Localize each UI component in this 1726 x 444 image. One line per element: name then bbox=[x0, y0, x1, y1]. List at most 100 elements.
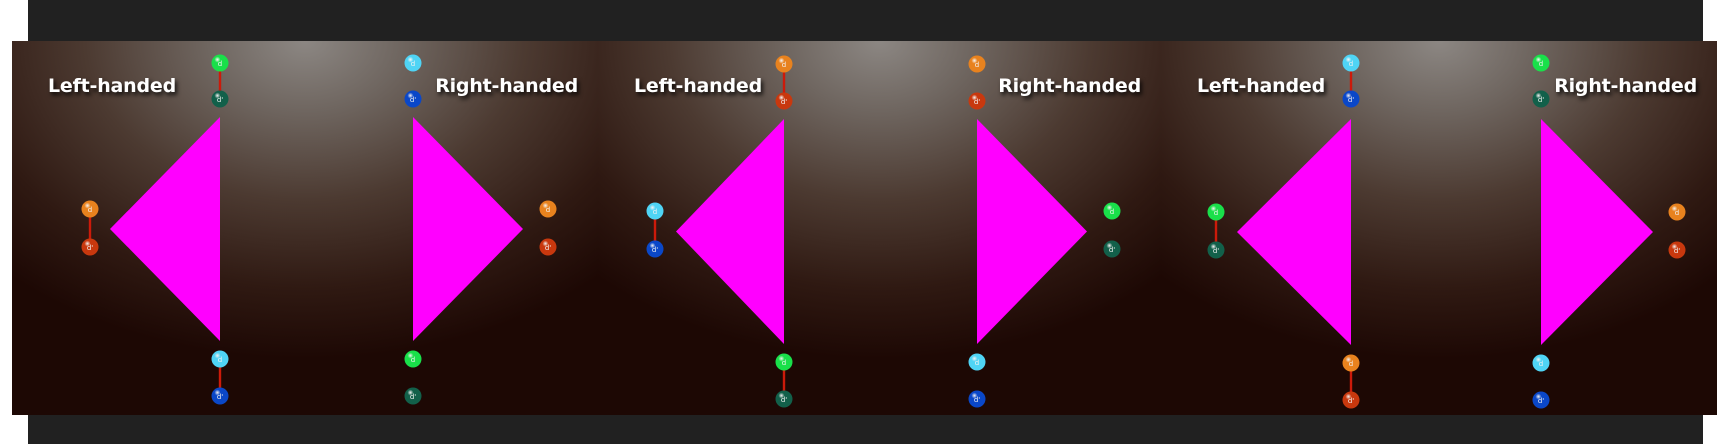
right-handed-triangle bbox=[1541, 119, 1653, 345]
chirality-figure-strip: d d' d d' d d' d d' d d' d d' Left-handed Right-han… bbox=[12, 41, 1717, 415]
ball bbox=[404, 387, 422, 405]
ball bbox=[539, 200, 557, 218]
ball bbox=[81, 200, 99, 218]
left-handed-triangle bbox=[676, 119, 784, 344]
ball bbox=[211, 54, 229, 72]
left-side-pair-lower-ball: d' bbox=[1207, 241, 1225, 259]
ball bbox=[646, 240, 664, 258]
left-handed-label: Left-handed bbox=[1197, 75, 1325, 97]
left-bottom-pair-upper-ball: d bbox=[775, 353, 793, 371]
ball bbox=[1532, 90, 1550, 108]
ball bbox=[211, 387, 229, 405]
right-top-pair-upper-ball: d bbox=[1532, 54, 1550, 72]
ball bbox=[775, 55, 793, 73]
right-top-pair-lower-ball: d' bbox=[404, 90, 422, 108]
ball-mark: d' bbox=[652, 246, 658, 254]
ball-mark: d' bbox=[781, 98, 787, 106]
ball bbox=[81, 238, 99, 256]
ball-mark: d bbox=[653, 208, 657, 216]
right-top-pair-lower-ball: d' bbox=[1532, 90, 1550, 108]
ball bbox=[1342, 90, 1360, 108]
right-handed-triangle bbox=[977, 119, 1087, 344]
right-handed-label: Right-handed bbox=[1554, 75, 1697, 97]
ball-mark: d bbox=[975, 61, 979, 69]
ball bbox=[211, 350, 229, 368]
ball bbox=[404, 350, 422, 368]
ball-mark: d' bbox=[781, 396, 787, 404]
left-top-pair-upper-ball: d bbox=[1342, 54, 1360, 72]
right-bottom-pair-upper-ball: d bbox=[968, 353, 986, 371]
left-side-pair-lower-ball: d' bbox=[81, 238, 99, 256]
left-side-pair-upper-ball: d bbox=[646, 202, 664, 220]
ball-mark: d bbox=[1539, 360, 1543, 368]
ball-mark: d' bbox=[1348, 397, 1354, 405]
right-side-pair-lower-ball: d' bbox=[1668, 241, 1686, 259]
ball-mark: d bbox=[218, 356, 222, 364]
left-top-pair-lower-ball: d' bbox=[775, 92, 793, 110]
right-side-pair-lower-ball: d' bbox=[1103, 240, 1121, 258]
right-side-pair-upper-ball: d bbox=[1103, 202, 1121, 220]
right-handed-label: Right-handed bbox=[435, 75, 578, 97]
left-top-pair-upper-ball: d bbox=[211, 54, 229, 72]
ball bbox=[968, 55, 986, 73]
ball bbox=[968, 353, 986, 371]
right-top-pair-upper-ball: d bbox=[968, 55, 986, 73]
ball bbox=[775, 353, 793, 371]
ball bbox=[404, 90, 422, 108]
ball bbox=[1342, 354, 1360, 372]
ball bbox=[1342, 54, 1360, 72]
ball bbox=[775, 92, 793, 110]
ball bbox=[1532, 391, 1550, 409]
ball-mark: d bbox=[975, 359, 979, 367]
ball bbox=[1207, 203, 1225, 221]
ball bbox=[1532, 54, 1550, 72]
left-handed-triangle bbox=[1237, 119, 1351, 345]
ball-mark: d bbox=[411, 60, 415, 68]
right-top-pair-lower-ball: d' bbox=[968, 92, 986, 110]
left-top-pair-upper-ball: d bbox=[775, 55, 793, 73]
ball-mark: d bbox=[782, 359, 786, 367]
left-side-pair-lower-ball: d' bbox=[646, 240, 664, 258]
ball-mark: d' bbox=[1348, 96, 1354, 104]
right-side-pair-upper-ball: d bbox=[539, 200, 557, 218]
ball bbox=[404, 54, 422, 72]
left-side-pair-upper-ball: d bbox=[81, 200, 99, 218]
ball-mark: d bbox=[1214, 209, 1218, 217]
ball-mark: d' bbox=[1213, 247, 1219, 255]
right-side-pair-lower-ball: d' bbox=[539, 238, 557, 256]
ball-mark: d bbox=[218, 60, 222, 68]
ball-mark: d bbox=[782, 61, 786, 69]
left-handed-label: Left-handed bbox=[634, 75, 762, 97]
ball bbox=[1532, 354, 1550, 372]
ball bbox=[539, 238, 557, 256]
ball-mark: d' bbox=[974, 396, 980, 404]
left-top-pair-lower-ball: d' bbox=[211, 90, 229, 108]
ball-mark: d' bbox=[217, 96, 223, 104]
ball-mark: d bbox=[1349, 60, 1353, 68]
left-top-pair-lower-ball: d' bbox=[1342, 90, 1360, 108]
left-bottom-pair-lower-ball: d' bbox=[1342, 391, 1360, 409]
left-handed-triangle bbox=[110, 117, 220, 341]
ball-mark: d bbox=[1349, 360, 1353, 368]
right-handed-label: Right-handed bbox=[998, 75, 1141, 97]
ball-mark: d bbox=[411, 356, 415, 364]
right-bottom-pair-upper-ball: d bbox=[404, 350, 422, 368]
left-bottom-pair-lower-ball: d' bbox=[775, 390, 793, 408]
ball-mark: d' bbox=[87, 244, 93, 252]
chirality-panel-2: d d' d d' d d' d d' d d' d d' Left-handed Right-han… bbox=[598, 41, 1161, 415]
ball-mark: d' bbox=[410, 96, 416, 104]
ball-mark: d bbox=[546, 206, 550, 214]
right-handed-triangle bbox=[413, 117, 523, 341]
panel-3-drawing: dd'dd'dd'dd'dd'dd' bbox=[1207, 54, 1686, 409]
ball bbox=[775, 390, 793, 408]
ball-mark: d bbox=[1539, 60, 1543, 68]
panel-2-drawing: d d' d d' d d' d d' d d' d d' bbox=[646, 55, 1121, 408]
ball bbox=[968, 390, 986, 408]
ball bbox=[1342, 391, 1360, 409]
left-bottom-pair-upper-ball: d bbox=[211, 350, 229, 368]
ball-mark: d bbox=[88, 206, 92, 214]
ball bbox=[646, 202, 664, 220]
left-side-pair-upper-ball: d bbox=[1207, 203, 1225, 221]
